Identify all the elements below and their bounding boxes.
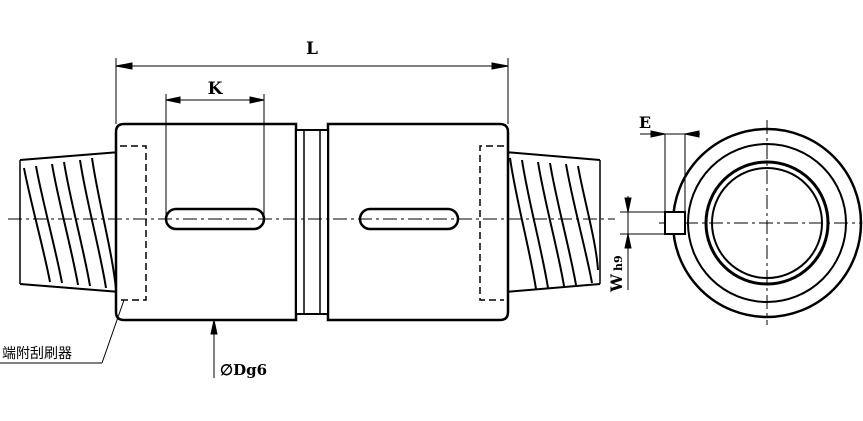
dimension-l-label: L	[306, 39, 318, 59]
screw-shaft-right	[504, 151, 601, 293]
dimension-w-tolerance: h9	[612, 255, 625, 271]
end-view-key	[664, 211, 686, 235]
wiper-callout-leader	[0, 299, 125, 364]
end-view	[659, 120, 863, 325]
wiper-hidden-lines	[120, 145, 504, 301]
dimension-w-symbol: W	[607, 273, 626, 293]
dimension-k	[165, 94, 265, 219]
diameter-leader	[210, 319, 218, 378]
dimension-l	[115, 58, 509, 124]
screw-shaft-left	[19, 151, 121, 293]
dimension-k-label: K	[208, 79, 224, 99]
dimension-e-label: E	[639, 113, 651, 132]
dimension-w	[620, 196, 665, 290]
wiper-callout-label: 端附刮刷器	[2, 346, 72, 362]
dimension-w-label: Wh9	[607, 255, 626, 293]
dimension-e	[640, 130, 700, 212]
diameter-label: ∅Dg6	[220, 361, 267, 379]
